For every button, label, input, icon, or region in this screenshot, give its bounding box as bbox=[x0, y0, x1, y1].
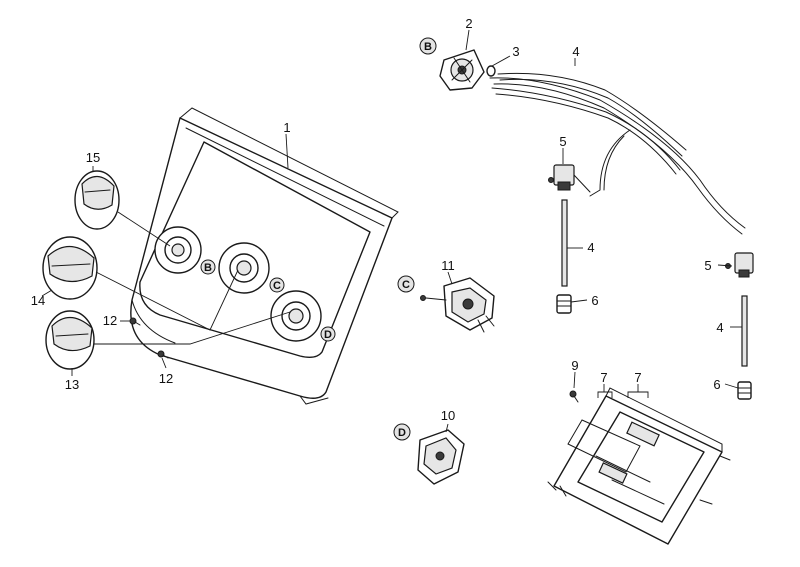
screw-12-lower bbox=[157, 350, 169, 359]
connector-5-right bbox=[725, 252, 754, 278]
callout-4-left: 4 bbox=[587, 240, 594, 255]
tube-4-right bbox=[741, 295, 748, 367]
callout-6-right: 6 bbox=[713, 377, 720, 392]
callout-12-upper: 12 bbox=[103, 313, 117, 328]
screw-9 bbox=[569, 390, 579, 403]
callout-10: 10 bbox=[441, 408, 455, 423]
callout-3: 3 bbox=[512, 44, 519, 59]
svg-text:C: C bbox=[273, 280, 281, 292]
electronic-board-7 bbox=[547, 387, 731, 545]
callout-9: 9 bbox=[571, 358, 578, 373]
selector-switch-c: C bbox=[397, 275, 495, 333]
cap-6-left bbox=[556, 294, 572, 314]
callout-4-top: 4 bbox=[572, 44, 579, 59]
panel-ref-b: B bbox=[200, 259, 216, 275]
knob-14 bbox=[42, 236, 98, 300]
callout-5-right: 5 bbox=[704, 258, 711, 273]
tube-4-left bbox=[561, 199, 568, 287]
callout-12-lower: 12 bbox=[159, 371, 173, 386]
svg-text:B: B bbox=[424, 41, 432, 53]
callout-4-right: 4 bbox=[716, 320, 723, 335]
panel-ref-c: C bbox=[269, 277, 285, 293]
svg-text:D: D bbox=[398, 427, 406, 439]
knob-opening-d bbox=[270, 290, 322, 342]
svg-text:C: C bbox=[402, 279, 410, 291]
cap-6-right bbox=[737, 381, 752, 400]
switch-ref-b: B bbox=[419, 37, 437, 55]
knob-opening-c bbox=[218, 242, 270, 294]
control-panel-frame: B C D bbox=[130, 107, 399, 405]
callout-1: 1 bbox=[283, 120, 290, 135]
callout-7-right: 7 bbox=[634, 370, 641, 385]
o-ring-3 bbox=[486, 65, 496, 77]
callout-5-left: 5 bbox=[559, 134, 566, 149]
switch-ref-d: D bbox=[393, 423, 411, 441]
knob-15 bbox=[74, 170, 120, 230]
callout-14: 14 bbox=[31, 293, 45, 308]
selector-switch-b: B bbox=[419, 37, 485, 91]
callout-15: 15 bbox=[86, 150, 100, 165]
callout-11: 11 bbox=[441, 258, 455, 273]
svg-text:D: D bbox=[324, 329, 332, 341]
selector-switch-d: D bbox=[393, 423, 465, 485]
tube-bundle-4 bbox=[489, 72, 746, 235]
callout-13: 13 bbox=[65, 377, 79, 392]
knob-13 bbox=[45, 310, 95, 370]
callout-2: 2 bbox=[465, 16, 472, 31]
svg-text:B: B bbox=[204, 262, 212, 274]
callout-6-left: 6 bbox=[591, 293, 598, 308]
connector-5-upper bbox=[548, 164, 591, 193]
switch-ref-c: C bbox=[397, 275, 415, 293]
knob-opening-b bbox=[154, 226, 202, 274]
callout-7-left: 7 bbox=[600, 370, 607, 385]
panel-ref-d: D bbox=[320, 326, 336, 342]
